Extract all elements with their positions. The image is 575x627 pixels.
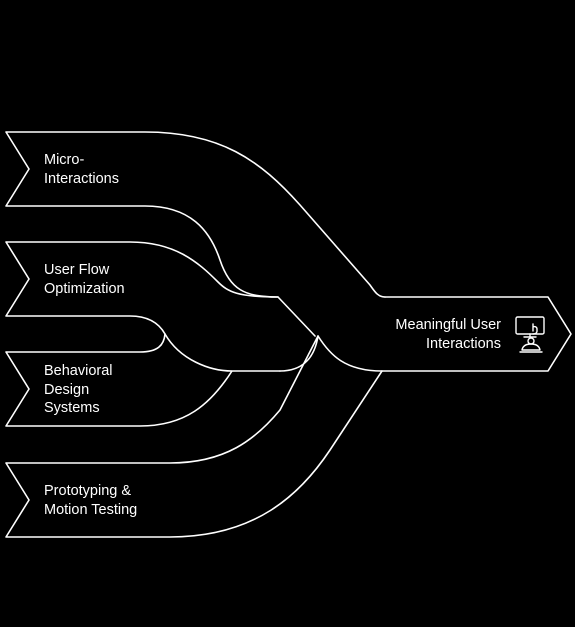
input-label-prototyping: Prototyping & Motion Testing bbox=[44, 483, 138, 518]
input-arrow-prototyping bbox=[5, 335, 383, 538]
output-label: Meaningful User Interactions bbox=[395, 317, 501, 352]
input-label-micro-interactions: Micro- Interactions bbox=[44, 152, 119, 187]
input-arrow-micro-interactions bbox=[5, 131, 386, 298]
output-arrow bbox=[279, 296, 572, 372]
input-label-behavioral: Behavioral Design Systems bbox=[44, 363, 113, 416]
input-arrow-behavioral bbox=[5, 333, 281, 427]
input-label-user-flow: User Flow Optimization bbox=[44, 262, 125, 297]
input-arrow-user-flow bbox=[5, 241, 316, 337]
user-screen-interaction-icon bbox=[515, 316, 545, 353]
